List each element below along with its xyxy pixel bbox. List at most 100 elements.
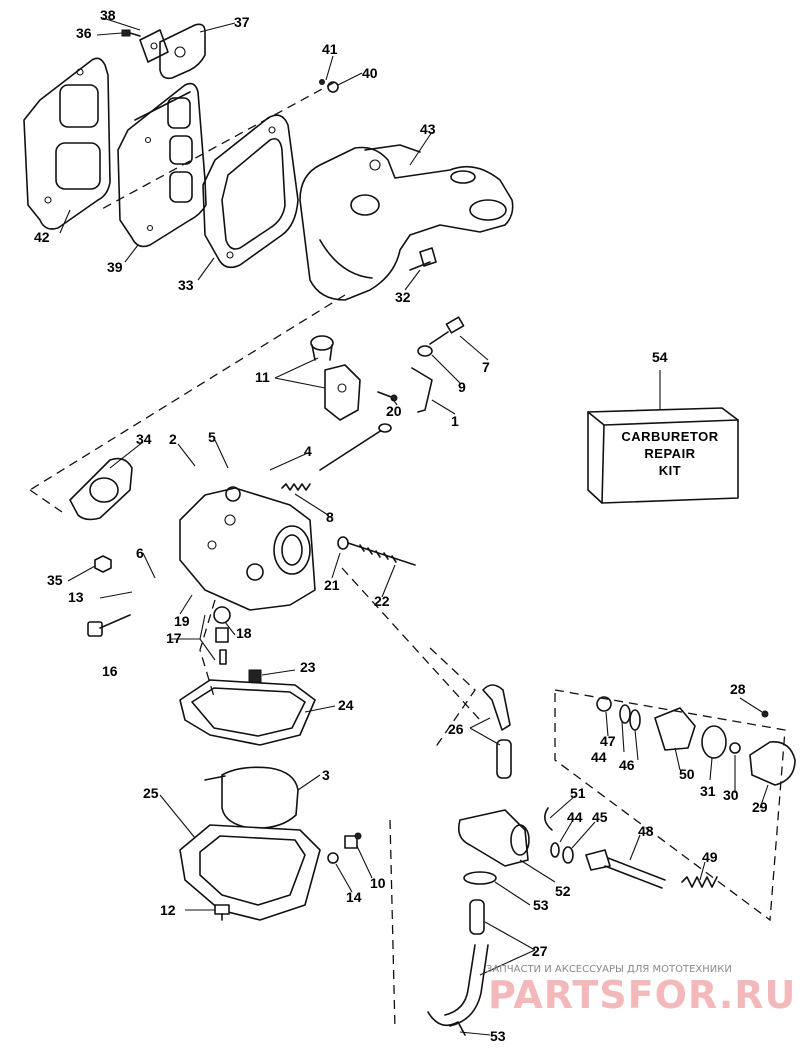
gasket-42-icon: [23, 57, 111, 230]
screw-16-icon: [87, 614, 131, 637]
callout-34: 34: [136, 431, 152, 447]
callout-25: 25: [143, 785, 159, 801]
throttle-shaft-icon: [319, 423, 392, 471]
callout-35: 35: [47, 572, 63, 588]
callout-19: 19: [174, 613, 190, 629]
callout-41: 41: [322, 41, 338, 57]
callout-6: 6: [136, 545, 144, 561]
callout-44: 44: [567, 809, 583, 825]
gasket-33-icon: [202, 114, 299, 269]
kit-line-2: REPAIR: [644, 446, 695, 461]
alignment-lines: [29, 81, 786, 1031]
screw-12-icon: [214, 904, 230, 921]
callout-12: 12: [160, 902, 176, 918]
callout-9: 9: [458, 379, 466, 395]
gasket-34-icon: [69, 457, 133, 521]
callout-16: 16: [102, 663, 118, 679]
callout-14: 14: [346, 889, 362, 905]
callout-8: 8: [326, 509, 334, 525]
bolt-7-icon: [429, 316, 465, 345]
callout-27: 27: [532, 943, 548, 959]
watermark: ЗАПЧАСТИ И АКСЕССУАРЫ ДЛЯ МОТОТЕХНИКИ PA…: [486, 964, 796, 1017]
screw-36-icon: [121, 29, 141, 37]
callout-40: 40: [362, 65, 378, 81]
callout-5: 5: [208, 429, 216, 445]
callout-53: 53: [533, 897, 549, 913]
callout-18: 18: [236, 625, 252, 641]
spring-8-icon: [281, 483, 311, 491]
callout-45: 45: [592, 809, 608, 825]
callout-17: 17: [166, 630, 182, 646]
float-bowl-icon: [179, 824, 321, 921]
callout-36: 36: [76, 25, 92, 41]
callout-32: 32: [395, 289, 411, 305]
callout-43: 43: [420, 121, 436, 137]
repair-kit-box: CARBURETOR REPAIR KIT: [587, 407, 739, 504]
callout-23: 23: [300, 659, 316, 675]
callout-52: 52: [555, 883, 571, 899]
kit-line-3: KIT: [659, 463, 681, 478]
callout-37: 37: [234, 14, 250, 30]
screw-20-icon: [377, 391, 398, 402]
callout-22: 22: [374, 593, 390, 609]
washer-14-icon: [327, 852, 339, 864]
seal-21-icon: [337, 536, 349, 550]
clamp-53-icon: [427, 871, 497, 1036]
callout-20: 20: [386, 403, 402, 419]
spring-49-icon: [681, 876, 718, 888]
needle-22-icon: [347, 542, 416, 566]
callout-13: 13: [68, 589, 84, 605]
callout-2: 2: [169, 431, 177, 447]
gasket-39-icon: [117, 82, 207, 248]
callout-11: 11: [255, 369, 270, 385]
bolt-32-icon: [409, 247, 437, 271]
kit-line-1: CARBURETOR: [621, 429, 718, 444]
callout-21: 21: [324, 577, 340, 593]
callout-42: 42: [34, 229, 50, 245]
callout-44: 44: [591, 749, 607, 765]
callout-33: 33: [178, 277, 194, 293]
callout-28: 28: [730, 681, 746, 697]
callout-53: 53: [490, 1028, 506, 1044]
callout-24: 24: [338, 697, 354, 713]
link-1-icon: [411, 367, 433, 413]
callout-38: 38: [100, 7, 116, 23]
callout-1: 1: [451, 413, 459, 429]
hose-26-icon: [482, 684, 512, 779]
callout-10: 10: [370, 875, 386, 891]
callout-49: 49: [702, 849, 718, 865]
plunger-48-icon: [585, 849, 666, 889]
float-3-icon: [204, 766, 299, 830]
choke-body-52-icon: [457, 809, 530, 867]
callout-54: 54: [652, 349, 668, 365]
washer-41-icon: [319, 79, 325, 85]
washer-9-icon: [417, 345, 433, 357]
callout-31: 31: [700, 783, 716, 799]
nut-35-icon: [94, 555, 112, 573]
drain-10-icon: [344, 832, 362, 849]
callout-46: 46: [619, 757, 635, 773]
callout-7: 7: [482, 359, 490, 375]
callout-4: 4: [304, 443, 312, 459]
callout-50: 50: [679, 766, 695, 782]
callout-3: 3: [322, 767, 330, 783]
plate-38-icon: [139, 29, 169, 63]
fitting-11-icon: [310, 335, 361, 421]
jet-parts-icon: [213, 606, 262, 683]
carburetor-body-icon: [179, 486, 316, 611]
gasket-37-icon: [159, 23, 206, 80]
hose-27-icon: [444, 899, 489, 1027]
callout-48: 48: [638, 823, 654, 839]
gasket-24-icon: [179, 679, 316, 746]
callout-39: 39: [107, 259, 123, 275]
bracket-43-icon: [299, 144, 514, 301]
leader-lines: [59, 17, 769, 1036]
callout-30: 30: [723, 787, 739, 803]
clip-51-icon: [544, 807, 553, 831]
watermark-caption: ЗАПЧАСТИ И АКСЕССУАРЫ ДЛЯ МОТОТЕХНИКИ: [486, 964, 732, 975]
watermark-logo: PARTSFOR.RU: [488, 973, 796, 1017]
callout-26: 26: [448, 721, 464, 737]
callout-47: 47: [600, 733, 616, 749]
